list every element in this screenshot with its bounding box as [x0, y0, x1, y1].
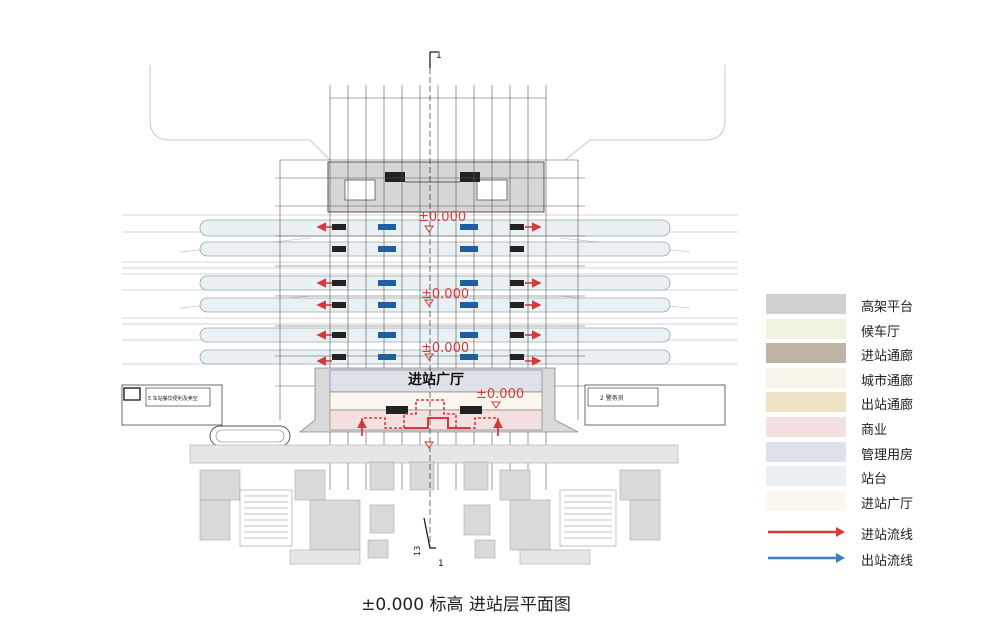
- parking-stripes: [244, 495, 612, 539]
- entry-flow-arrow-icon: [768, 527, 845, 537]
- legend-flow-item: 进站流线: [766, 520, 976, 544]
- legend-label: 城市通廊: [861, 373, 914, 389]
- platform-stairs: [332, 224, 524, 360]
- legend-label: 进站流线: [861, 528, 914, 543]
- legend-label: 出站通廊: [861, 398, 914, 414]
- legend-item: 候车厅: [766, 317, 976, 341]
- legend-item: 进站通廊: [766, 341, 976, 365]
- exit-flow-arrow-icon: [768, 553, 845, 563]
- city-blocks: [189, 444, 679, 565]
- bottom-number: 13: [413, 546, 422, 556]
- legend-label: 进站广厅: [861, 496, 914, 512]
- elevation-label: ±0.000: [421, 287, 469, 302]
- legend-item: 高架平台: [766, 292, 976, 316]
- elevation-label: ±0.000: [421, 341, 469, 356]
- plaza-label: 进站广厅: [408, 371, 464, 388]
- site-outline: [149, 65, 726, 161]
- elevated-platform-block: [327, 161, 545, 213]
- figure-caption: ±0.000 标高 进站层平面图: [0, 590, 988, 615]
- section-cut-line: [423, 51, 438, 549]
- legend-item: 进站广厅: [766, 489, 976, 513]
- legend-swatch: [766, 392, 846, 413]
- legend-swatch: [766, 367, 846, 388]
- legend-label: 进站通廊: [861, 349, 914, 365]
- section-mark-top: 1: [436, 51, 442, 61]
- legend-label: 站台: [861, 472, 888, 488]
- legend-label: 出站流线: [861, 554, 914, 569]
- legend-swatch: [766, 318, 846, 339]
- left-building-label: 5 车站餐饮便利及卖空: [148, 395, 198, 402]
- floor-plan-drawing: ±0.000 ±0.000 ±0.000 ±0.000 进站广厅 1 1 13 …: [121, 51, 738, 569]
- right-building-label: 2 警务员: [600, 394, 624, 402]
- legend-label: 管理用房: [861, 447, 914, 463]
- legend-swatch: [766, 343, 846, 364]
- section-mark-bottom: 1: [438, 559, 444, 569]
- elevation-label: ±0.000: [476, 387, 524, 402]
- legend-swatch: [766, 490, 846, 511]
- legend-swatch: [766, 294, 846, 314]
- legend-item: 商业: [766, 415, 976, 439]
- entry-flow-arrows-plaza: [357, 418, 503, 435]
- legend-swatch: [766, 417, 846, 437]
- legend-swatch: [766, 441, 846, 462]
- entrance-hall-block: [298, 367, 579, 436]
- legend-flow-item: 出站流线: [766, 546, 976, 570]
- side-buildings: [121, 384, 726, 447]
- legend-item: 出站通廊: [766, 390, 976, 414]
- legend-item: 管理用房: [766, 440, 976, 464]
- legend-label: 高架平台: [861, 300, 914, 315]
- entry-flow-arrows: [316, 222, 542, 366]
- legend-item: 城市通廊: [766, 366, 976, 390]
- legend-swatch: [766, 466, 846, 487]
- legend-label: 商业: [861, 423, 888, 438]
- elevation-label: ±0.000: [418, 210, 466, 225]
- caption-text: ±0.000 标高 进站层平面图: [361, 595, 571, 615]
- elevation-markers: [424, 225, 501, 449]
- legend-item: 站台: [766, 464, 976, 488]
- legend-label: 候车厅: [861, 324, 901, 340]
